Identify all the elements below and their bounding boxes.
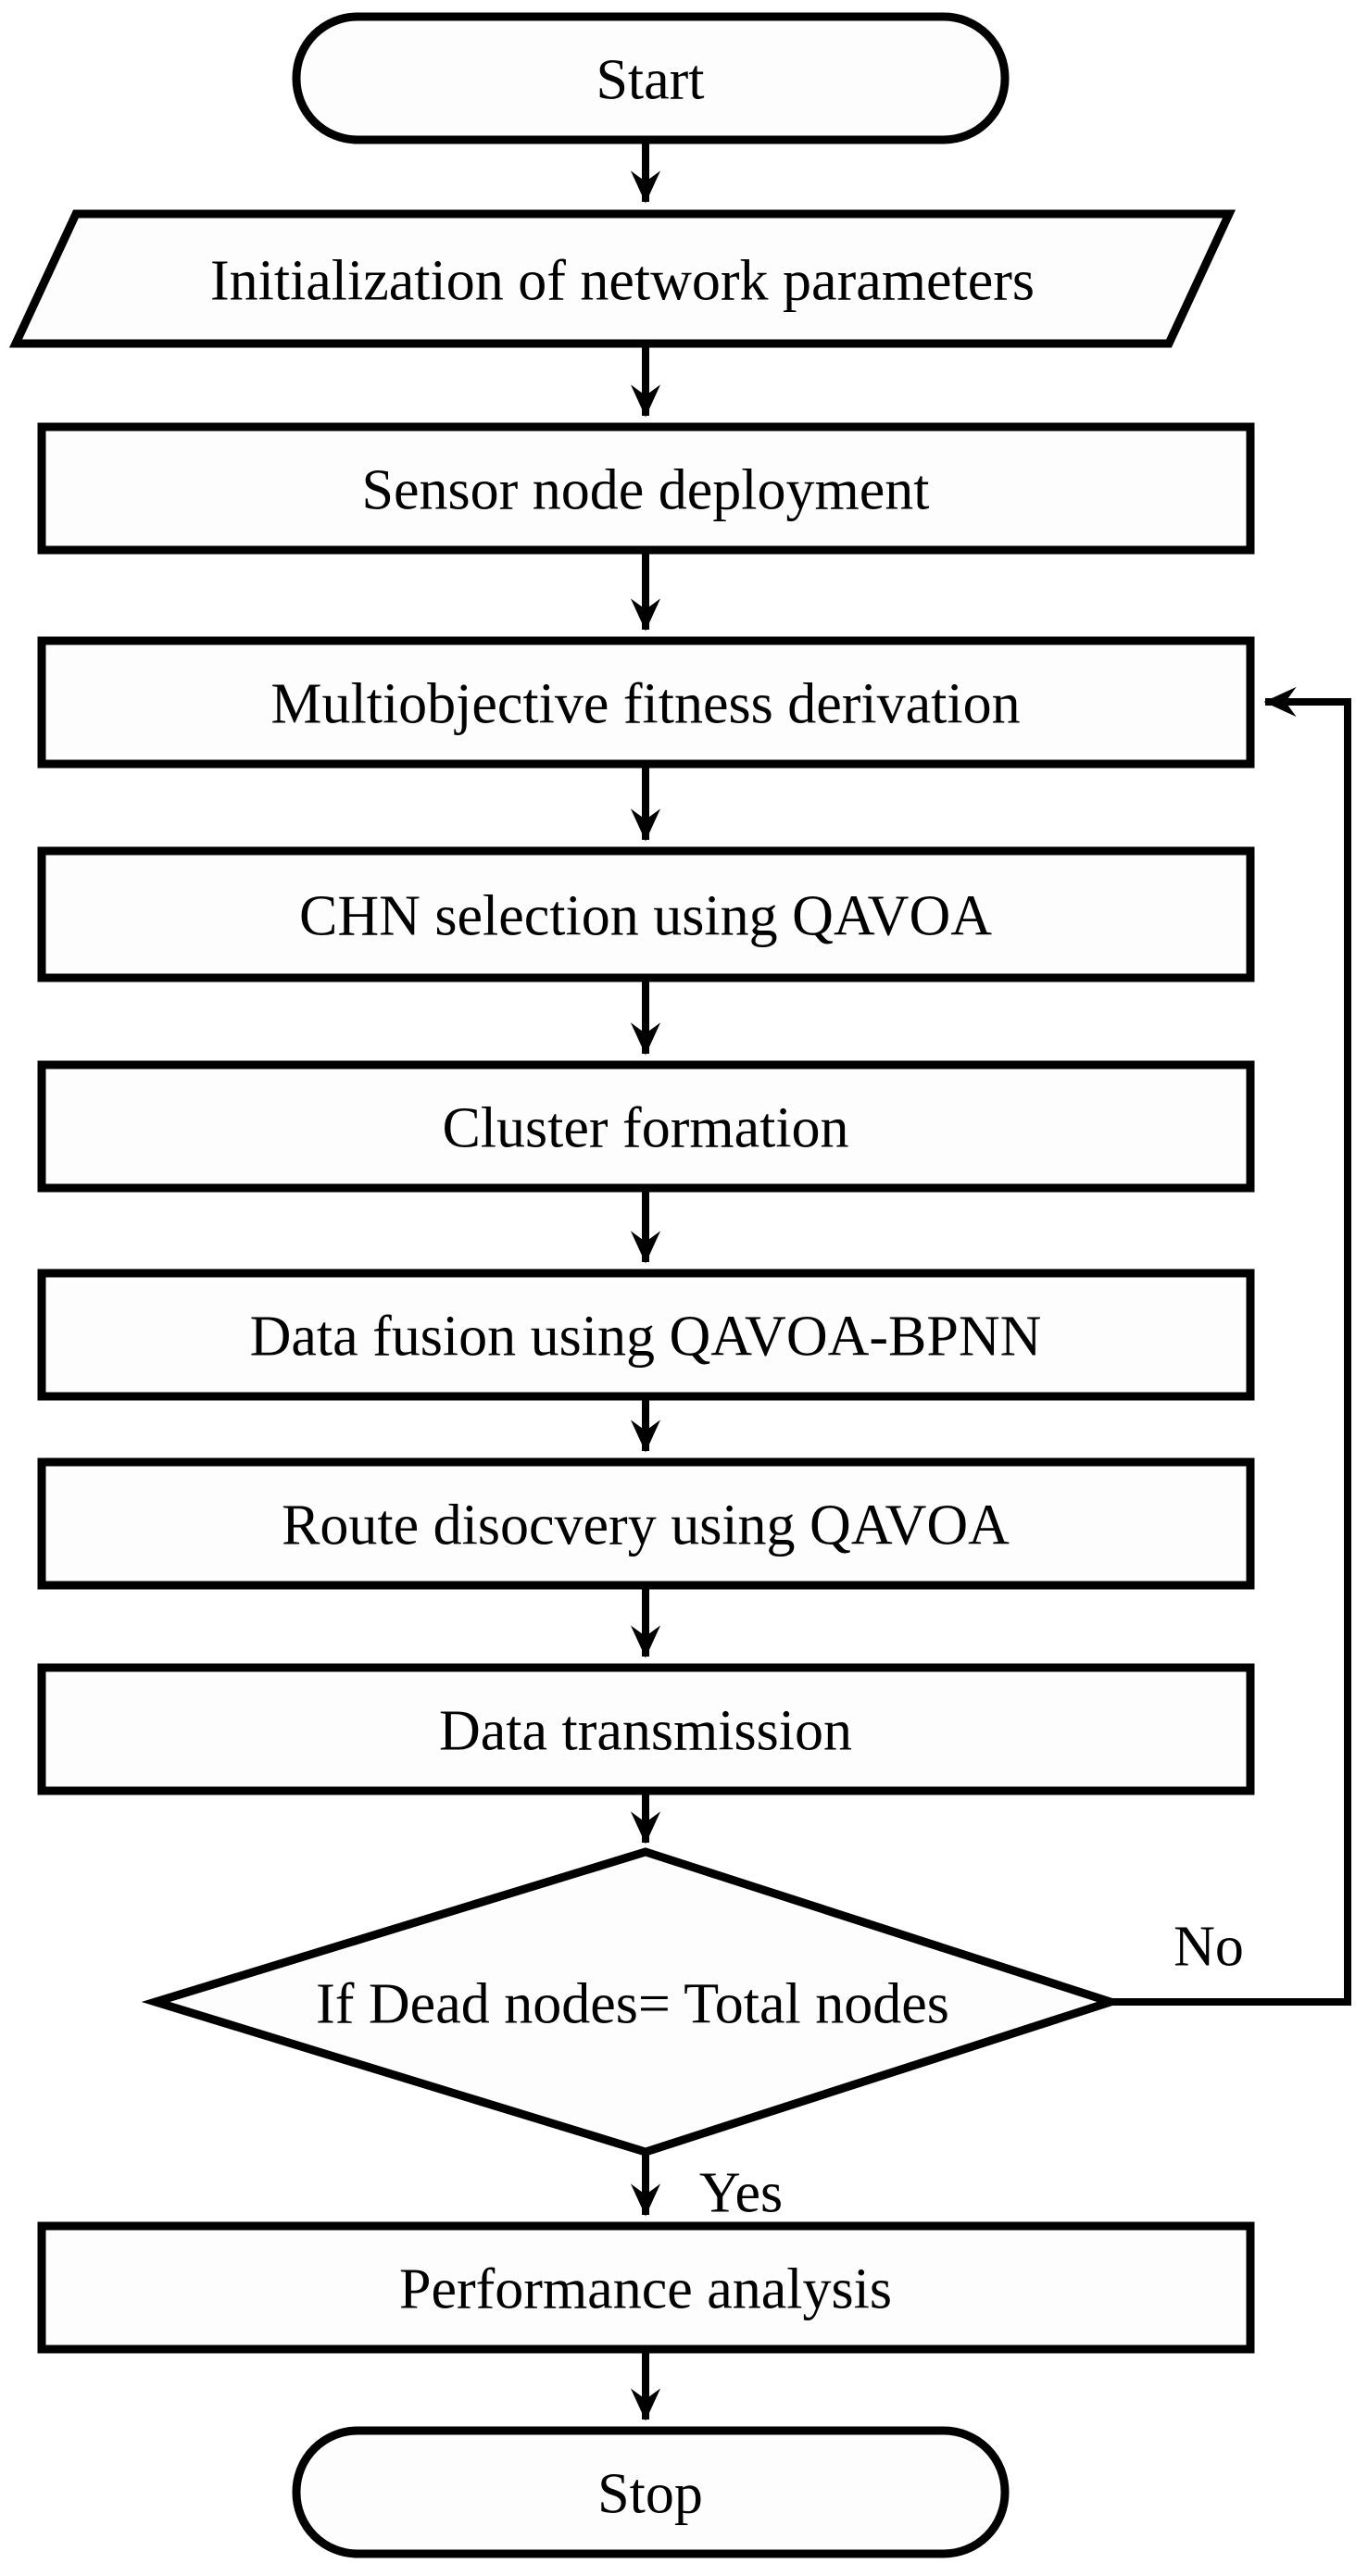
sensor-deployment-label: Sensor node deployment [361, 458, 929, 521]
route-discovery-shape [37, 1457, 1255, 1590]
node-route-discovery: Route disocvery using QAVOA [37, 1457, 1255, 1590]
start-shape [292, 12, 1010, 144]
start-label: Start [596, 48, 704, 111]
decision-shape [141, 1847, 1124, 2157]
data-transmission-label: Data transmission [439, 1699, 852, 1762]
initialization-label: Initialization of network parameters [210, 249, 1035, 312]
node-decision: If Dead nodes= Total nodes [141, 1847, 1124, 2157]
stop-shape [292, 2426, 1010, 2558]
initialization-shape [8, 209, 1236, 348]
no-branch-label: No [1173, 1915, 1244, 1978]
route-discovery-label: Route disocvery using QAVOA [282, 1494, 1010, 1557]
node-fitness-derivation: Multiobjective fitness derivation [37, 636, 1255, 769]
performance-analysis-shape [37, 2221, 1255, 2354]
cluster-formation-label: Cluster formation [442, 1096, 848, 1159]
data-fusion-shape [37, 1269, 1255, 1401]
sensor-deployment-shape [37, 422, 1255, 555]
chn-selection-label: CHN selection using QAVOA [299, 884, 992, 947]
node-sensor-deployment: Sensor node deployment [37, 422, 1255, 555]
node-data-fusion: Data fusion using QAVOA-BPNN [37, 1269, 1255, 1401]
node-performance-analysis: Performance analysis [37, 2221, 1255, 2354]
chn-selection-shape [37, 846, 1255, 982]
stop-label: Stop [597, 2462, 703, 2525]
fitness-derivation-label: Multiobjective fitness derivation [270, 672, 1020, 735]
decision-label: If Dead nodes= Total nodes [316, 1972, 949, 2035]
performance-analysis-label: Performance analysis [399, 2257, 892, 2320]
node-data-transmission: Data transmission [37, 1663, 1255, 1795]
fitness-derivation-shape [37, 636, 1255, 769]
node-cluster-formation: Cluster formation [37, 1060, 1255, 1193]
node-chn-selection: CHN selection using QAVOA [37, 846, 1255, 982]
cluster-formation-shape [37, 1060, 1255, 1193]
yes-branch-label: Yes [699, 2161, 783, 2224]
edge-decision-no-feedback [1111, 686, 1351, 2006]
data-transmission-shape [37, 1663, 1255, 1795]
node-stop: Stop [292, 2426, 1010, 2558]
node-initialization: Initialization of network parameters [8, 209, 1236, 348]
node-start: Start [292, 12, 1010, 144]
data-fusion-label: Data fusion using QAVOA-BPNN [250, 1305, 1042, 1368]
